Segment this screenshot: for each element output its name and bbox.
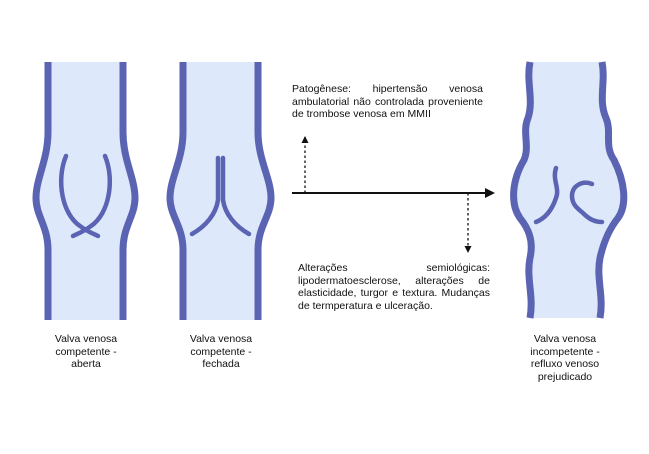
vein-incompetent [510,61,628,319]
vein-closed [166,62,275,320]
vein-open [32,62,139,320]
pathogenesis-note: Patogênese: hipertensão venosa ambulator… [292,83,483,120]
vein-open-lumen [36,62,135,320]
vein-incompetent-left-wall [510,61,535,319]
vein-incompetent-right-cusp [569,180,605,225]
vein-closed-left-wall [166,62,187,320]
vein-incompetent-right-wall [595,61,628,319]
caption-incompetent: Valva venosa incompetente - refluxo veno… [530,333,600,383]
vein-closed-right-wall [254,62,275,320]
vein-open-right-wall [119,62,139,320]
semiology-note: Alterações semiológicas: lipodermatoescl… [298,262,490,312]
vein-closed-right-cusp [220,155,252,237]
vein-incompetent-lumen [513,62,624,318]
vein-closed-left-cusp [189,155,221,237]
vein-incompetent-left-cusp [533,165,560,225]
vein-closed-lumen [170,62,271,320]
caption-closed: Valva venosa competente - fechada [189,333,253,370]
vein-open-right-cusp [70,153,113,239]
vein-open-left-cusp [58,153,101,239]
caption-open: Valva venosa competente - aberta [54,333,118,370]
vein-open-left-wall [32,62,52,320]
